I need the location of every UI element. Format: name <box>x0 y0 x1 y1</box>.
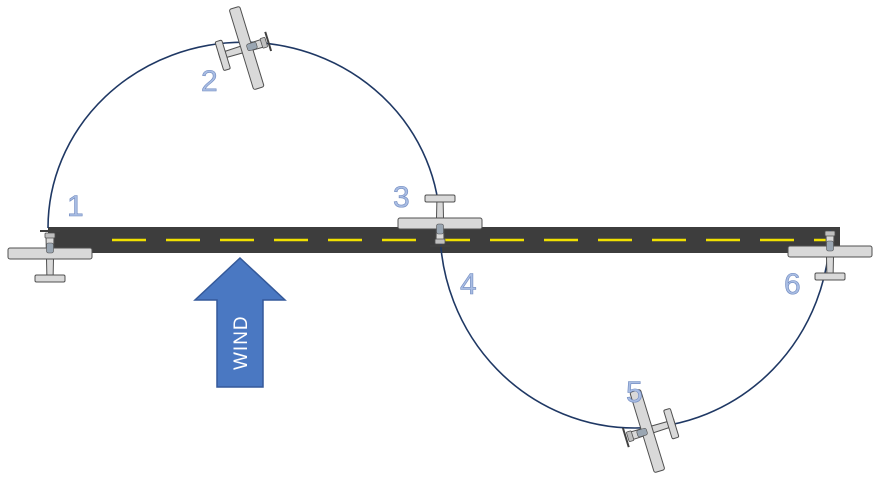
position-label-2: 2 <box>201 65 218 98</box>
wind-label: WIND <box>231 315 252 370</box>
position-label-4: 4 <box>460 268 477 301</box>
position-label-3: 3 <box>393 181 410 214</box>
position-label-6: 6 <box>784 268 801 301</box>
position-label-5: 5 <box>626 376 643 409</box>
airplane-icon <box>206 0 282 98</box>
position-label-1: 1 <box>67 190 84 223</box>
airplane-icon <box>612 381 688 479</box>
wind-arrow: WIND <box>193 256 287 388</box>
